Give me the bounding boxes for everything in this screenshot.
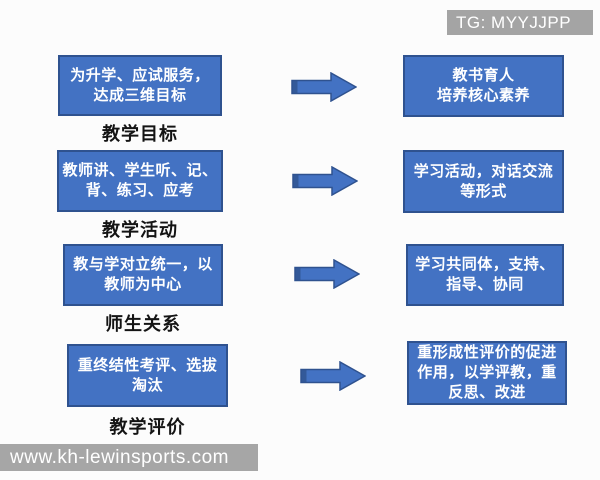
right-arrow-icon bbox=[300, 361, 366, 391]
row1-left-box: 为升学、应试服务， 达成三维目标 bbox=[58, 55, 222, 116]
right-arrow-icon bbox=[294, 259, 360, 289]
row1-right-box: 教书育人 培养核心素养 bbox=[403, 55, 564, 117]
row3-label: 师生关系 bbox=[105, 314, 181, 334]
tg-badge: TG: MYYJJPP bbox=[447, 10, 593, 35]
right-arrow-icon bbox=[291, 72, 357, 102]
row3-left-box: 教与学对立统一，以 教师为中心 bbox=[63, 244, 223, 306]
row4-left-box: 重终结性考评、选拔 淘汰 bbox=[67, 344, 228, 407]
row2-right-box: 学习活动，对话交流 等形式 bbox=[403, 150, 564, 213]
row1-label: 教学目标 bbox=[102, 124, 178, 144]
row3-right-box: 学习共同体，支持、 指导、协同 bbox=[406, 244, 564, 306]
row2-label: 教学活动 bbox=[102, 220, 178, 240]
right-arrow-icon bbox=[292, 166, 358, 196]
row2-left-box: 教师讲、学生听、记、 背、练习、应考 bbox=[57, 150, 223, 212]
row4-right-box: 重形成性评价的促进 作用，以学评教，重 反思、改进 bbox=[407, 341, 567, 405]
watermark: www.kh-lewinsports.com bbox=[0, 444, 258, 471]
row4-label: 教学评价 bbox=[109, 417, 186, 437]
